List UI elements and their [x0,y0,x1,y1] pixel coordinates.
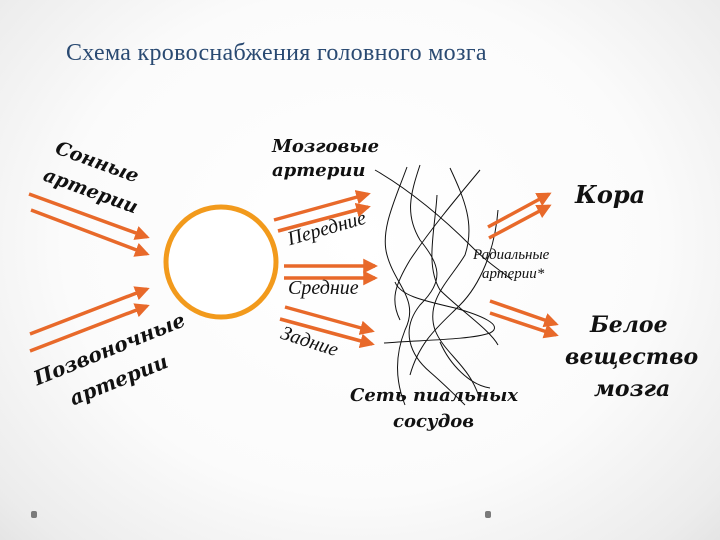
radial-arrows-cortex [487,192,552,240]
label-radial-line1: Радиальные [473,247,550,263]
label-white-matter-line1: Белое [590,312,668,338]
slide-dot-left [31,511,37,518]
circle-of-willis-ring [163,204,279,320]
slide-title: Схема кровоснабжения головного мозга [66,40,487,66]
label-cerebral-line1: Мозговые [272,136,380,157]
label-cerebral-line2: артерии [272,160,366,181]
posterior-arrows [279,305,375,349]
anterior-arrows [273,190,371,233]
label-cortex: Кора [575,180,646,209]
carotid-arrows [28,192,150,257]
pial-network-lines [374,164,513,406]
label-pial-network-line2: сосудов [393,411,475,432]
middle-arrows [284,258,378,286]
label-middle: Средние [288,277,359,299]
radial-arrows-white-matter [489,299,559,339]
slide-dot-right [485,511,491,518]
label-white-matter-line2: вещество [565,344,699,370]
vertebral-arrows [29,286,150,353]
label-white-matter-line3: мозга [594,376,671,402]
label-radial-line2: артерии* [482,266,545,282]
label-pial-network-line1: Сеть пиальных [350,385,519,406]
